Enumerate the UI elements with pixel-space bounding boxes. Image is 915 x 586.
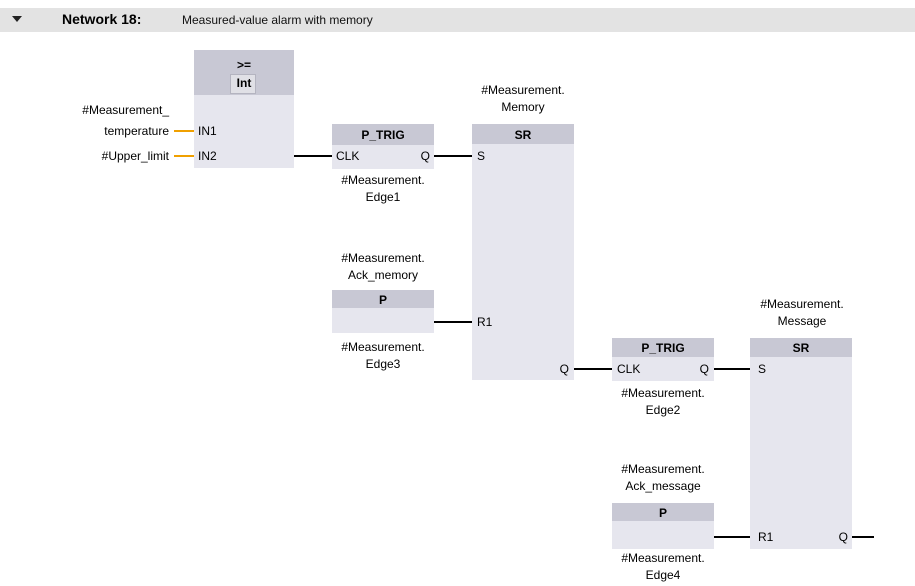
ptrig1-pin-clk: CLK (336, 149, 360, 163)
ptrig2-header: P_TRIG (612, 338, 714, 357)
ptrig1-type: P_TRIG (361, 128, 405, 142)
compare-pin-in2: IN2 (198, 149, 217, 163)
operand-memory-line1[interactable]: #Measurement. (481, 83, 565, 97)
sr2-type: SR (792, 341, 810, 355)
sr2-block[interactable]: SR S R1 Q (750, 338, 852, 549)
operand-measurement-temperature-line2[interactable]: temperature (104, 124, 169, 138)
sr2-pin-q: Q (838, 530, 848, 544)
ptrig1-pin-q: Q (420, 149, 430, 163)
p2-block[interactable]: P (612, 503, 714, 549)
operand-upper-limit[interactable]: #Upper_limit (101, 149, 169, 163)
network-header: Network 18: Measured-value alarm with me… (0, 8, 915, 32)
sr1-block[interactable]: SR S R1 Q (472, 124, 574, 380)
compare-pin-in1: IN1 (198, 124, 217, 138)
operand-ack-message-line1[interactable]: #Measurement. (621, 462, 705, 476)
ptrig2-block[interactable]: P_TRIG CLK Q (612, 338, 714, 381)
operand-memory-line2[interactable]: Memory (501, 100, 545, 114)
operand-edge1-line1[interactable]: #Measurement. (341, 173, 425, 187)
operand-measurement-temperature-line1[interactable]: #Measurement_ (82, 103, 169, 117)
operand-ack-memory-line2[interactable]: Ack_memory (347, 268, 419, 282)
sr1-pin-s: S (477, 149, 486, 163)
sr2-header: SR (750, 338, 852, 357)
sr1-pin-q: Q (559, 362, 569, 376)
p2-header: P (612, 503, 714, 521)
sr2-pin-r1: R1 (758, 530, 774, 544)
network-title: Network 18: (62, 11, 142, 27)
ptrig1-block[interactable]: P_TRIG CLK Q (332, 124, 434, 169)
operand-edge3-line1[interactable]: #Measurement. (341, 340, 425, 354)
compare-block[interactable] (194, 50, 294, 168)
operand-ack-memory-line1[interactable]: #Measurement. (341, 251, 425, 265)
p1-header: P (332, 290, 434, 308)
ptrig2-pin-q: Q (699, 362, 709, 376)
network-comment[interactable]: Measured-value alarm with memory (182, 13, 373, 27)
compare-type-box[interactable] (230, 74, 256, 94)
operand-edge3-line2[interactable]: Edge3 (365, 357, 401, 371)
ptrig2-pin-clk: CLK (617, 362, 641, 376)
compare-type-label: Int (236, 76, 252, 90)
p1-block[interactable]: P (332, 290, 434, 333)
operand-ack-message-line2[interactable]: Ack_message (625, 479, 701, 493)
operand-edge1-line2[interactable]: Edge1 (365, 190, 401, 204)
ptrig2-type: P_TRIG (641, 341, 685, 355)
ptrig1-header: P_TRIG (332, 124, 434, 145)
sr1-type: SR (514, 128, 532, 142)
operand-message-line1[interactable]: #Measurement. (760, 297, 844, 311)
operand-message-line2[interactable]: Message (777, 314, 827, 328)
operand-edge4-line1[interactable]: #Measurement. (621, 551, 705, 565)
operand-edge2-line1[interactable]: #Measurement. (621, 386, 705, 400)
compare-op-label: >= (236, 58, 251, 72)
p2-type: P (658, 506, 667, 520)
operand-edge4-line2[interactable]: Edge4 (645, 568, 681, 582)
sr1-pin-r1: R1 (477, 315, 493, 329)
collapse-caret-icon[interactable] (12, 16, 22, 22)
sr2-pin-s: S (758, 362, 767, 376)
operand-edge2-line2[interactable]: Edge2 (645, 403, 681, 417)
sr1-header: SR (472, 124, 574, 144)
p1-type: P (378, 293, 387, 307)
